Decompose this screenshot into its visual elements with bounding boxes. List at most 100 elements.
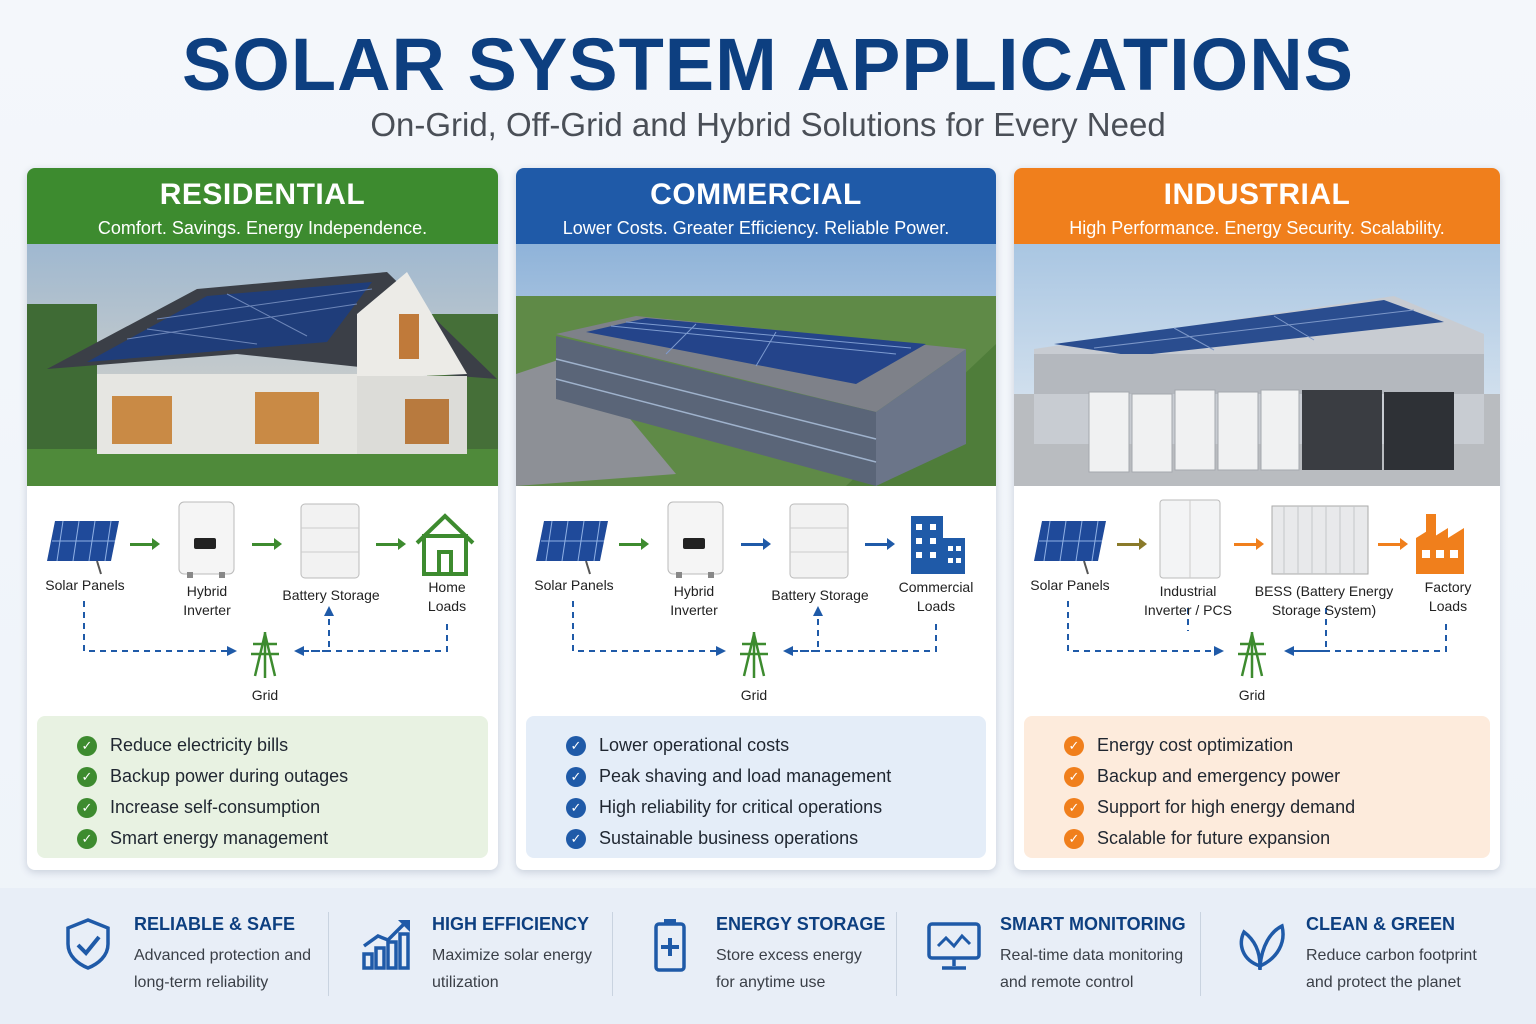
power-tower-icon	[1238, 632, 1266, 678]
arrow-right-icon	[1117, 538, 1147, 550]
home-icon	[415, 513, 475, 576]
commercial-benefits: ✓Lower operational costs ✓Peak shaving a…	[526, 716, 986, 858]
benefit-item: ✓Scalable for future expansion	[1064, 823, 1490, 854]
benefit-item: ✓Lower operational costs	[566, 730, 986, 761]
industrial-benefits: ✓Energy cost optimization ✓Backup and em…	[1024, 716, 1490, 858]
bess-container-icon	[1271, 505, 1369, 575]
solar-panel-icon	[536, 520, 608, 575]
industrial-header: INDUSTRIAL High Performance. Energy Secu…	[1014, 168, 1500, 244]
feature-title: HIGH EFFICIENCY	[432, 914, 590, 934]
factory-icon	[1416, 514, 1464, 574]
hybrid-inverter-icon	[178, 501, 235, 578]
commercial-header: COMMERCIAL Lower Costs. Greater Efficien…	[516, 168, 996, 244]
industrial-inverter-icon	[1159, 499, 1221, 579]
check-icon: ✓	[1064, 766, 1084, 787]
feature-title: SMART MONITORING	[1000, 914, 1186, 934]
check-icon: ✓	[77, 797, 97, 818]
benefit-item: ✓Energy cost optimization	[1064, 730, 1490, 761]
flow-node-solar-panels: Solar Panels	[534, 577, 614, 593]
residential-house-photo	[27, 244, 498, 486]
check-icon: ✓	[1064, 735, 1084, 756]
power-tower-icon	[251, 632, 279, 678]
check-icon: ✓	[566, 735, 586, 756]
benefit-item: ✓Peak shaving and load management	[566, 761, 986, 792]
benefit-item: ✓Support for high energy demand	[1064, 792, 1490, 823]
arrow-right-icon	[1378, 538, 1408, 550]
card-tagline: Comfort. Savings. Energy Independence.	[97, 218, 428, 238]
check-icon: ✓	[77, 735, 97, 756]
growth-chart-icon	[362, 920, 410, 970]
feature-title: RELIABLE & SAFE	[134, 914, 296, 934]
divider	[328, 912, 329, 996]
battery-storage-icon	[300, 503, 360, 579]
solar-panel-icon	[47, 520, 119, 575]
benefit-item: ✓Sustainable business operations	[566, 823, 986, 854]
arrow-right-icon	[252, 538, 282, 550]
benefit-item: ✓Reduce electricity bills	[77, 730, 488, 761]
check-icon: ✓	[1064, 828, 1084, 849]
feature-smart-monitoring: SMART MONITORING Real-time data monitori…	[926, 912, 1186, 1002]
residential-benefits: ✓Reduce electricity bills ✓Backup power …	[37, 716, 488, 858]
benefit-item: ✓Smart energy management	[77, 823, 488, 854]
industrial-card: INDUSTRIAL High Performance. Energy Secu…	[1014, 168, 1500, 870]
benefit-item: ✓Increase self-consumption	[77, 792, 488, 823]
benefit-item: ✓Backup power during outages	[77, 761, 488, 792]
check-icon: ✓	[566, 828, 586, 849]
hybrid-inverter-icon	[667, 501, 724, 578]
card-title: COMMERCIAL	[650, 178, 862, 211]
arrow-right-icon	[1234, 538, 1264, 550]
battery-storage-icon	[789, 503, 849, 579]
divider	[612, 912, 613, 996]
arrow-right-icon	[130, 538, 160, 550]
feature-title: ENERGY STORAGE	[716, 914, 886, 934]
card-title: INDUSTRIAL	[1163, 178, 1351, 211]
residential-card: RESIDENTIAL Comfort. Savings. Energy Ind…	[27, 168, 498, 870]
check-icon: ✓	[77, 766, 97, 787]
power-tower-icon	[740, 632, 768, 678]
arrow-right-icon	[619, 538, 649, 550]
industrial-factory-photo	[1014, 244, 1500, 486]
check-icon: ✓	[566, 797, 586, 818]
flow-node-solar-panels: Solar Panels	[45, 577, 125, 593]
card-tagline: High Performance. Energy Security. Scala…	[1069, 218, 1445, 238]
leaf-icon	[1239, 923, 1285, 970]
card-title: RESIDENTIAL	[159, 178, 366, 211]
office-building-icon	[911, 516, 965, 574]
feature-title: CLEAN & GREEN	[1306, 914, 1456, 934]
card-tagline: Lower Costs. Greater Efficiency. Reliabl…	[562, 218, 950, 238]
divider	[1200, 912, 1201, 996]
commercial-building-photo	[516, 244, 996, 486]
residential-header: RESIDENTIAL Comfort. Savings. Energy Ind…	[27, 168, 498, 244]
flow-node-solar-panels: Solar Panels	[1030, 577, 1110, 593]
benefit-item: ✓High reliability for critical operation…	[566, 792, 986, 823]
flow-node-battery: Battery Storage	[771, 587, 869, 603]
subtitle: On-Grid, Off-Grid and Hybrid Solutions f…	[370, 106, 1166, 143]
battery-icon	[654, 919, 686, 972]
shield-check-icon	[66, 918, 110, 970]
divider	[896, 912, 897, 996]
flow-node-grid: Grid	[740, 687, 768, 703]
flow-node-grid: Grid	[251, 687, 279, 703]
arrow-right-icon	[741, 538, 771, 550]
main-title: SOLAR SYSTEM APPLICATIONS	[181, 23, 1355, 106]
flow-node-battery: Battery Storage	[282, 587, 380, 603]
check-icon: ✓	[1064, 797, 1084, 818]
monitor-icon	[927, 922, 981, 970]
